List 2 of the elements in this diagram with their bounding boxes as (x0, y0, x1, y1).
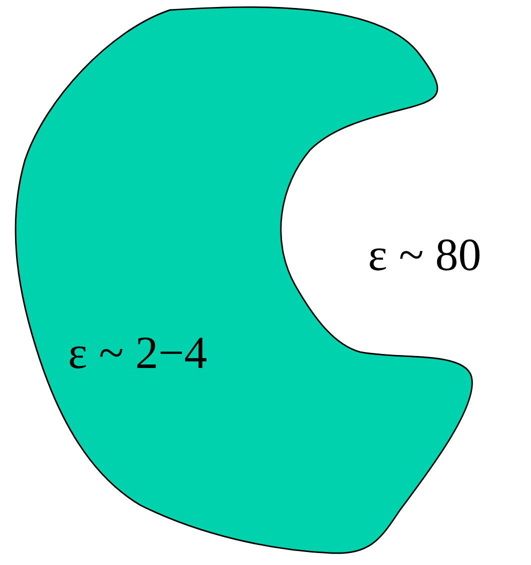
text-label: ε ~ 80 (368, 232, 482, 278)
node-label: ε ~ 2−4 (68, 330, 208, 376)
